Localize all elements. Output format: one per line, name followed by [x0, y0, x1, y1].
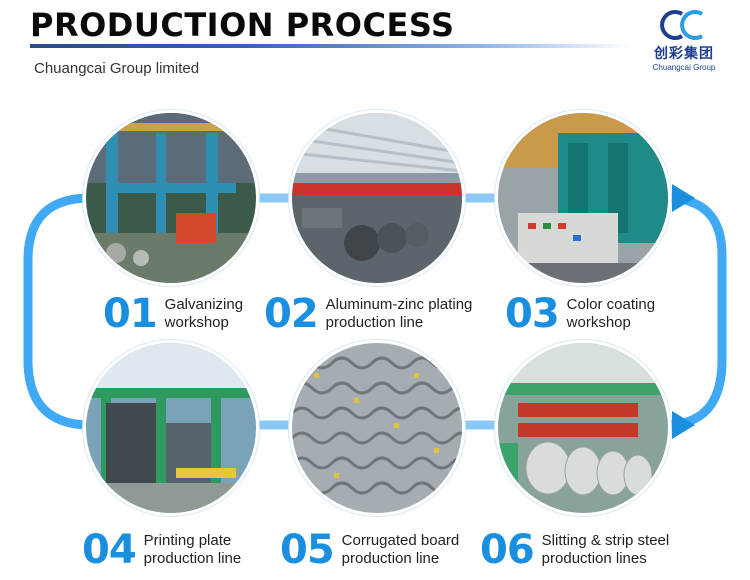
page-title: PRODUCTION PROCESS [30, 6, 455, 44]
step-2-number: 02 [264, 291, 319, 337]
step-6-label: Slitting & strip steel production lines [542, 532, 670, 568]
step-6-label-line2: production lines [541, 550, 647, 567]
galvanizing-workshop-photo [83, 110, 259, 286]
step-3-caption: 03 Color coating workshop [505, 294, 655, 334]
step-6-number: 06 [480, 527, 535, 573]
step-4-number: 04 [82, 527, 137, 573]
step-1-number: 01 [103, 291, 158, 337]
aluminum-zinc-line-photo [289, 110, 465, 286]
step-5-number: 05 [280, 527, 335, 573]
logo-text-cn: 创彩集团 [654, 45, 714, 61]
step-6-caption: 06 Slitting & strip steel production lin… [480, 530, 669, 570]
step-4-label-line2: production line [143, 550, 242, 567]
company-subtitle: Chuangcai Group limited [34, 60, 200, 77]
arrow-right-icon [672, 411, 695, 439]
step-1-label-line1: Galvanizing [164, 296, 244, 313]
step-4-label: Printing plate production line [144, 532, 242, 568]
step-1-caption: 01 Galvanizing workshop [103, 294, 243, 334]
printing-plate-line-photo [83, 340, 259, 516]
color-coating-workshop-photo [495, 110, 671, 286]
slitting-line-photo [495, 340, 671, 516]
step-1-label-line2: workshop [164, 314, 229, 331]
step-3-label-line2: workshop [566, 314, 631, 331]
arrow-right-icon [672, 184, 695, 212]
title-underline [30, 44, 630, 48]
step-2-label-line1: Aluminum-zinc plating [325, 296, 473, 313]
step-3-number: 03 [505, 291, 560, 337]
logo-text-en: Chuangcai Group [652, 63, 716, 72]
step-4-caption: 04 Printing plate production line [82, 530, 241, 570]
step-2-label-line2: production line [325, 314, 424, 331]
step-3-label: Color coating workshop [567, 296, 655, 332]
step-5-label: Corrugated board production line [342, 532, 460, 568]
step-3-label-line1: Color coating [566, 296, 656, 313]
cc-logo-icon [660, 10, 704, 40]
step-5-caption: 05 Corrugated board production line [280, 530, 459, 570]
step-6-label-line1: Slitting & strip steel [541, 532, 670, 549]
step-1-label: Galvanizing workshop [165, 296, 243, 332]
step-2-caption: 02 Aluminum-zinc plating production line [264, 294, 472, 334]
step-5-label-line1: Corrugated board [341, 532, 460, 549]
company-logo: 创彩集团 Chuangcai Group [648, 8, 720, 72]
step-5-label-line2: production line [341, 550, 440, 567]
step-2-label: Aluminum-zinc plating production line [326, 296, 473, 332]
corrugated-board-line-photo [289, 340, 465, 516]
step-4-label-line1: Printing plate [143, 532, 232, 549]
